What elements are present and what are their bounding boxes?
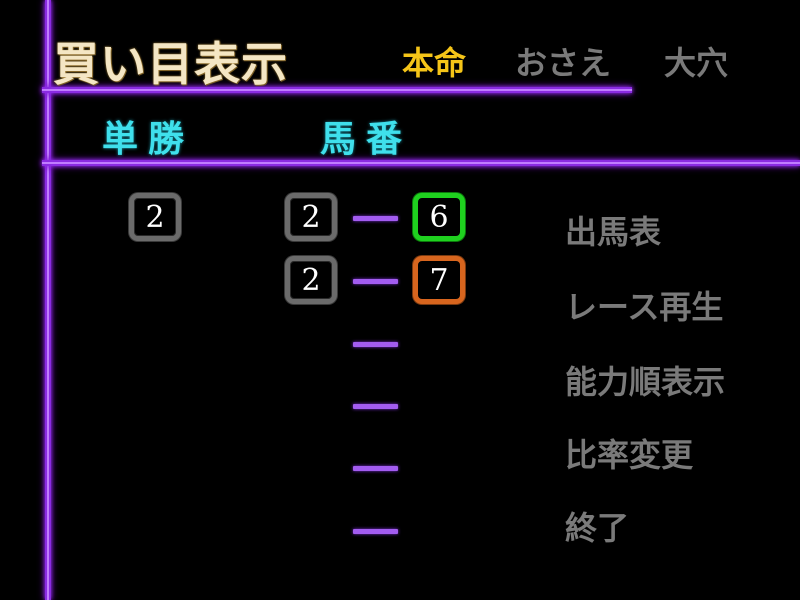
- combo-dash: [353, 216, 398, 221]
- tab-oana[interactable]: 大穴: [664, 44, 729, 82]
- tansho-number-box: 2: [129, 193, 181, 241]
- column-header-umaban: 馬番: [320, 119, 413, 160]
- combo-dash: [353, 279, 398, 284]
- menu-item-shutsubahyo[interactable]: 出馬表: [565, 213, 662, 251]
- menu-item-ability-order[interactable]: 能力順表示: [565, 363, 726, 401]
- menu-item-exit[interactable]: 終了: [565, 509, 630, 547]
- combo-second-number-box: 6: [413, 193, 465, 241]
- combo-second-number-box: 7: [413, 256, 465, 304]
- left-vertical-divider: [45, 0, 51, 600]
- menu-item-change-ratio[interactable]: 比率変更: [565, 436, 694, 474]
- page-title: 買い目表示: [53, 37, 288, 91]
- empty-combo-dash: [353, 342, 398, 347]
- empty-combo-dash: [353, 529, 398, 534]
- combo-first-number-box: 2: [285, 193, 337, 241]
- title-underline: [42, 87, 632, 93]
- column-header-tansho: 単勝: [102, 119, 195, 160]
- header-divider: [42, 160, 800, 166]
- tab-osae[interactable]: おさえ: [515, 44, 612, 82]
- combo-first-number-box: 2: [285, 256, 337, 304]
- menu-item-race-replay[interactable]: レース再生: [565, 288, 724, 326]
- empty-combo-dash: [353, 466, 398, 471]
- empty-combo-dash: [353, 404, 398, 409]
- tab-honmei[interactable]: 本命: [402, 44, 467, 82]
